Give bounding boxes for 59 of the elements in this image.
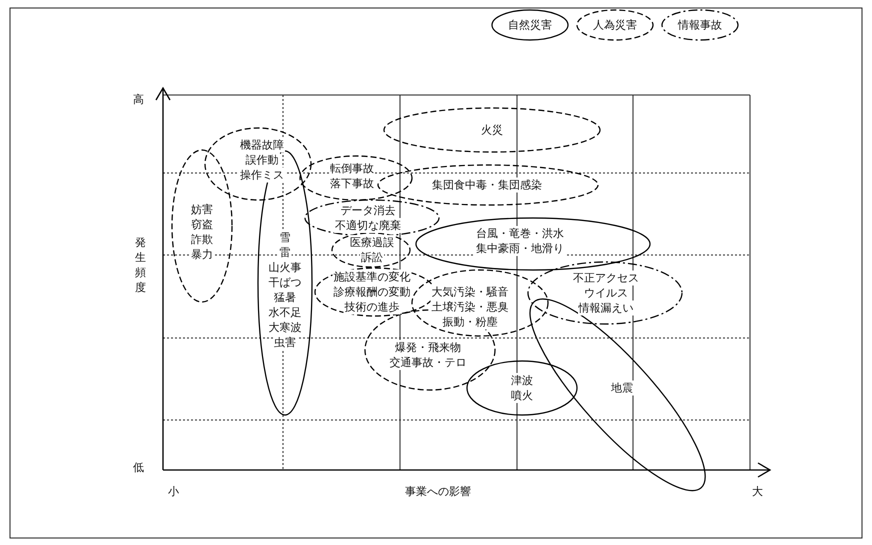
risk-ellipse — [204, 127, 312, 201]
risk-label: 大気汚染・騒音 — [430, 284, 510, 300]
legend-label: 人為災害 — [593, 18, 637, 32]
risk-label: 振動・粉塵 — [442, 314, 498, 330]
risk-ellipse — [377, 164, 599, 206]
risk-label: 地震 — [610, 380, 634, 396]
risk-label: 爆発・飛来物 — [394, 340, 462, 355]
risk-label: 窃盗 — [190, 217, 214, 232]
axis-large-label: 大 — [752, 484, 763, 499]
risk-label: 土壌汚染・悪臭 — [430, 300, 510, 314]
risk-ellipse — [171, 149, 233, 303]
risk-label: 暴力 — [190, 247, 214, 262]
axis-small-label: 小 — [168, 484, 179, 499]
risk-label: 干ばつ — [268, 275, 302, 290]
risk-label: 詐欺 — [190, 232, 214, 247]
risk-label: 雪 — [278, 230, 292, 245]
risk-ellipse — [331, 232, 411, 268]
risk-label: 機器故障 — [239, 138, 285, 152]
risk-label: 転倒事故 — [329, 161, 375, 176]
risk-ellipse — [527, 261, 683, 325]
risk-label: 水不足 — [268, 305, 302, 320]
risk-label: 集団食中毒・集団感染 — [431, 178, 543, 192]
risk-label: 操作ミス — [239, 168, 285, 182]
risk-label: データ消去 — [340, 203, 396, 218]
risk-label: 誤作動 — [244, 152, 280, 168]
axis-high-label: 高 — [133, 92, 144, 107]
risk-ellipse — [466, 360, 578, 416]
risk-ellipse — [415, 217, 651, 271]
risk-label: 雷 — [278, 245, 292, 260]
legend-label: 情報事故 — [678, 18, 722, 32]
risk-label: 交通事故・テロ — [388, 355, 468, 370]
risk-label: 妨害 — [190, 202, 214, 217]
risk-label: 不適切な廃棄 — [334, 218, 402, 233]
risk-ellipse — [411, 269, 549, 337]
risk-label: 技術の進歩 — [344, 300, 400, 314]
risk-label: 診療報酬の変動 — [332, 284, 412, 300]
risk-label: 訴訟 — [360, 250, 384, 265]
risk-label: 情報漏えい — [578, 300, 634, 316]
risk-ellipse — [383, 107, 601, 153]
y-axis-title: 発生頻度 — [135, 235, 147, 295]
risk-label: 落下事故 — [329, 176, 375, 191]
axis-low-label: 低 — [133, 460, 144, 475]
risk-label: 津波 — [510, 373, 534, 388]
risk-label: 猛暑 — [273, 290, 297, 305]
risk-label: ウイルス — [583, 286, 629, 300]
risk-label: 火災 — [480, 122, 504, 138]
risk-label: 集中豪雨・地滑り — [475, 241, 565, 256]
risk-ellipse — [304, 199, 440, 237]
risk-label: 大寒波 — [268, 320, 302, 335]
risk-label: 噴火 — [510, 388, 534, 403]
risk-label: 医療過誤 — [349, 235, 395, 250]
risk-label: 施設基準の変化 — [332, 270, 412, 284]
risk-label: 虫害 — [273, 335, 297, 350]
risk-label: 台風・竜巻・洪水 — [475, 226, 565, 241]
risk-label: 山火事 — [268, 260, 302, 275]
risk-ellipse — [299, 155, 413, 201]
x-axis-title: 事業への影響 — [405, 484, 471, 499]
legend-label: 自然災害 — [508, 18, 552, 32]
risk-label: 不正アクセス — [572, 270, 640, 286]
